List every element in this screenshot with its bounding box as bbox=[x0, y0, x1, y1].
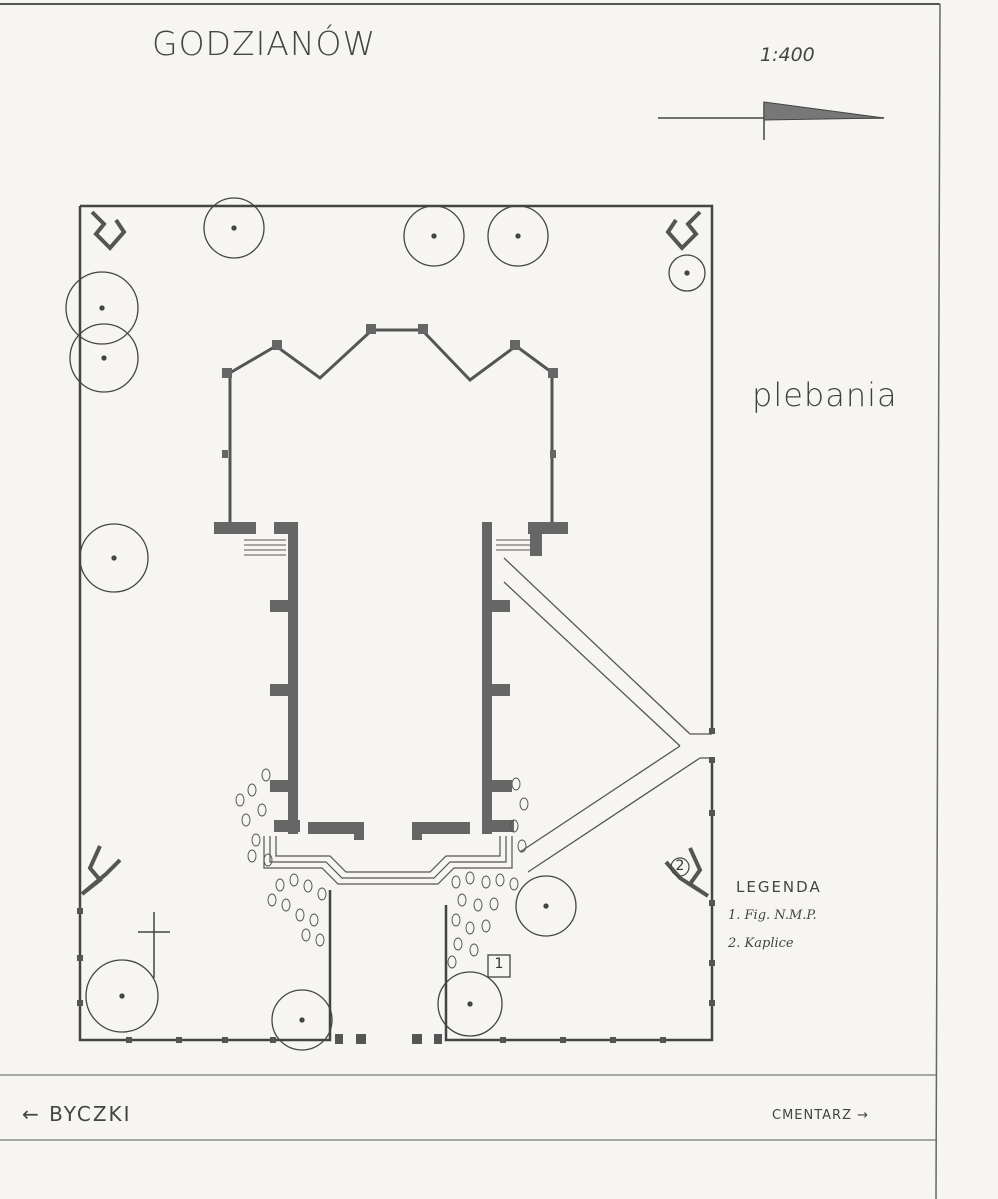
tree-icon bbox=[79, 523, 149, 593]
tree-icon bbox=[437, 971, 503, 1037]
tree-icon bbox=[85, 959, 159, 1033]
shrubbery bbox=[235, 768, 529, 969]
tree-icon bbox=[203, 197, 265, 259]
marker-1-label: 1 bbox=[494, 956, 504, 972]
tree-icon bbox=[271, 989, 333, 1051]
road-label-byczki: ← BYCZKI bbox=[22, 1102, 132, 1126]
shrine-marker-icon bbox=[670, 857, 690, 877]
tree-icon bbox=[403, 205, 465, 267]
shrine-marker-icon bbox=[487, 954, 511, 978]
scale-label: 1:400 bbox=[760, 44, 815, 66]
marker-2-label: 2 bbox=[675, 858, 685, 874]
chapel-icon bbox=[90, 210, 127, 251]
wall-posts bbox=[77, 728, 715, 1044]
road-label-cmentarz: CMENTARZ → bbox=[772, 1108, 870, 1123]
footpath bbox=[503, 557, 712, 873]
cross-icon bbox=[138, 912, 170, 978]
tree-icon bbox=[487, 205, 549, 267]
north-arrow-icon bbox=[658, 101, 885, 140]
legend-title: LEGENDA bbox=[736, 878, 822, 896]
map-title: GODZIANÓW bbox=[152, 24, 377, 63]
legend-item-2: 2. Kaplice bbox=[728, 936, 794, 951]
church-building bbox=[214, 324, 568, 885]
chapel-icon-group bbox=[80, 210, 710, 898]
legend-item-1: 1. Fig. N.M.P. bbox=[728, 908, 817, 923]
frame-right-line bbox=[935, 3, 941, 1199]
tree-icon-group bbox=[65, 197, 706, 1051]
chapel-icon bbox=[665, 210, 702, 251]
chapel-icon bbox=[80, 845, 122, 896]
plebania-label: plebania bbox=[752, 376, 898, 414]
tree-icon bbox=[69, 323, 139, 393]
tree-icon bbox=[65, 271, 139, 345]
tree-icon bbox=[515, 875, 577, 937]
tree-icon bbox=[668, 254, 706, 292]
